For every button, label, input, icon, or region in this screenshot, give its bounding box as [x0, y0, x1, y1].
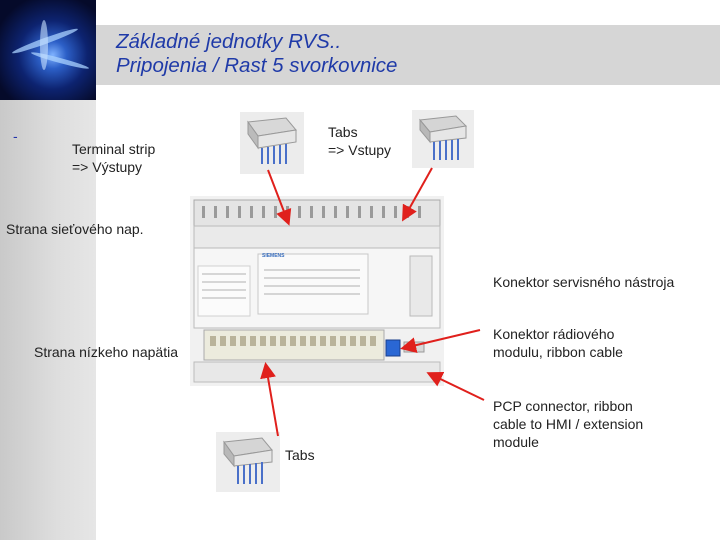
service-connector-label: Konektor servisného nástroja — [493, 274, 675, 290]
mains-side-label: Strana sieťového nap. — [6, 221, 144, 237]
slide-title: Základné jednotky RVS.. Pripojenia / Ras… — [116, 30, 397, 78]
device-brand-label: SIEMENS — [262, 253, 285, 259]
tab-plug-image-bottom — [216, 432, 280, 492]
title-line-2: Pripojenia / Rast 5 svorkovnice — [116, 54, 398, 77]
controller-device-image — [190, 196, 444, 386]
terminal-strip-label: Terminal strip => Výstupy — [72, 141, 156, 175]
logo-image — [0, 0, 96, 100]
radio-connector-label: Konektor rádiového modulu, ribbon cable — [493, 326, 623, 360]
tabs-inputs-label: Tabs => Vstupy — [328, 124, 392, 158]
tabs-bottom-label: Tabs — [285, 447, 315, 463]
title-bar — [96, 25, 720, 85]
tab-plug-image — [412, 110, 474, 168]
terminal-plug-image — [240, 112, 304, 174]
pcp-connector-label: PCP connector, ribbon cable to HMI / ext… — [493, 398, 644, 450]
title-line-1: Základné jednotky RVS.. — [116, 30, 342, 53]
low-voltage-side-label: Strana nízkeho napätia — [34, 344, 178, 360]
bullet-marker: - — [13, 128, 18, 144]
